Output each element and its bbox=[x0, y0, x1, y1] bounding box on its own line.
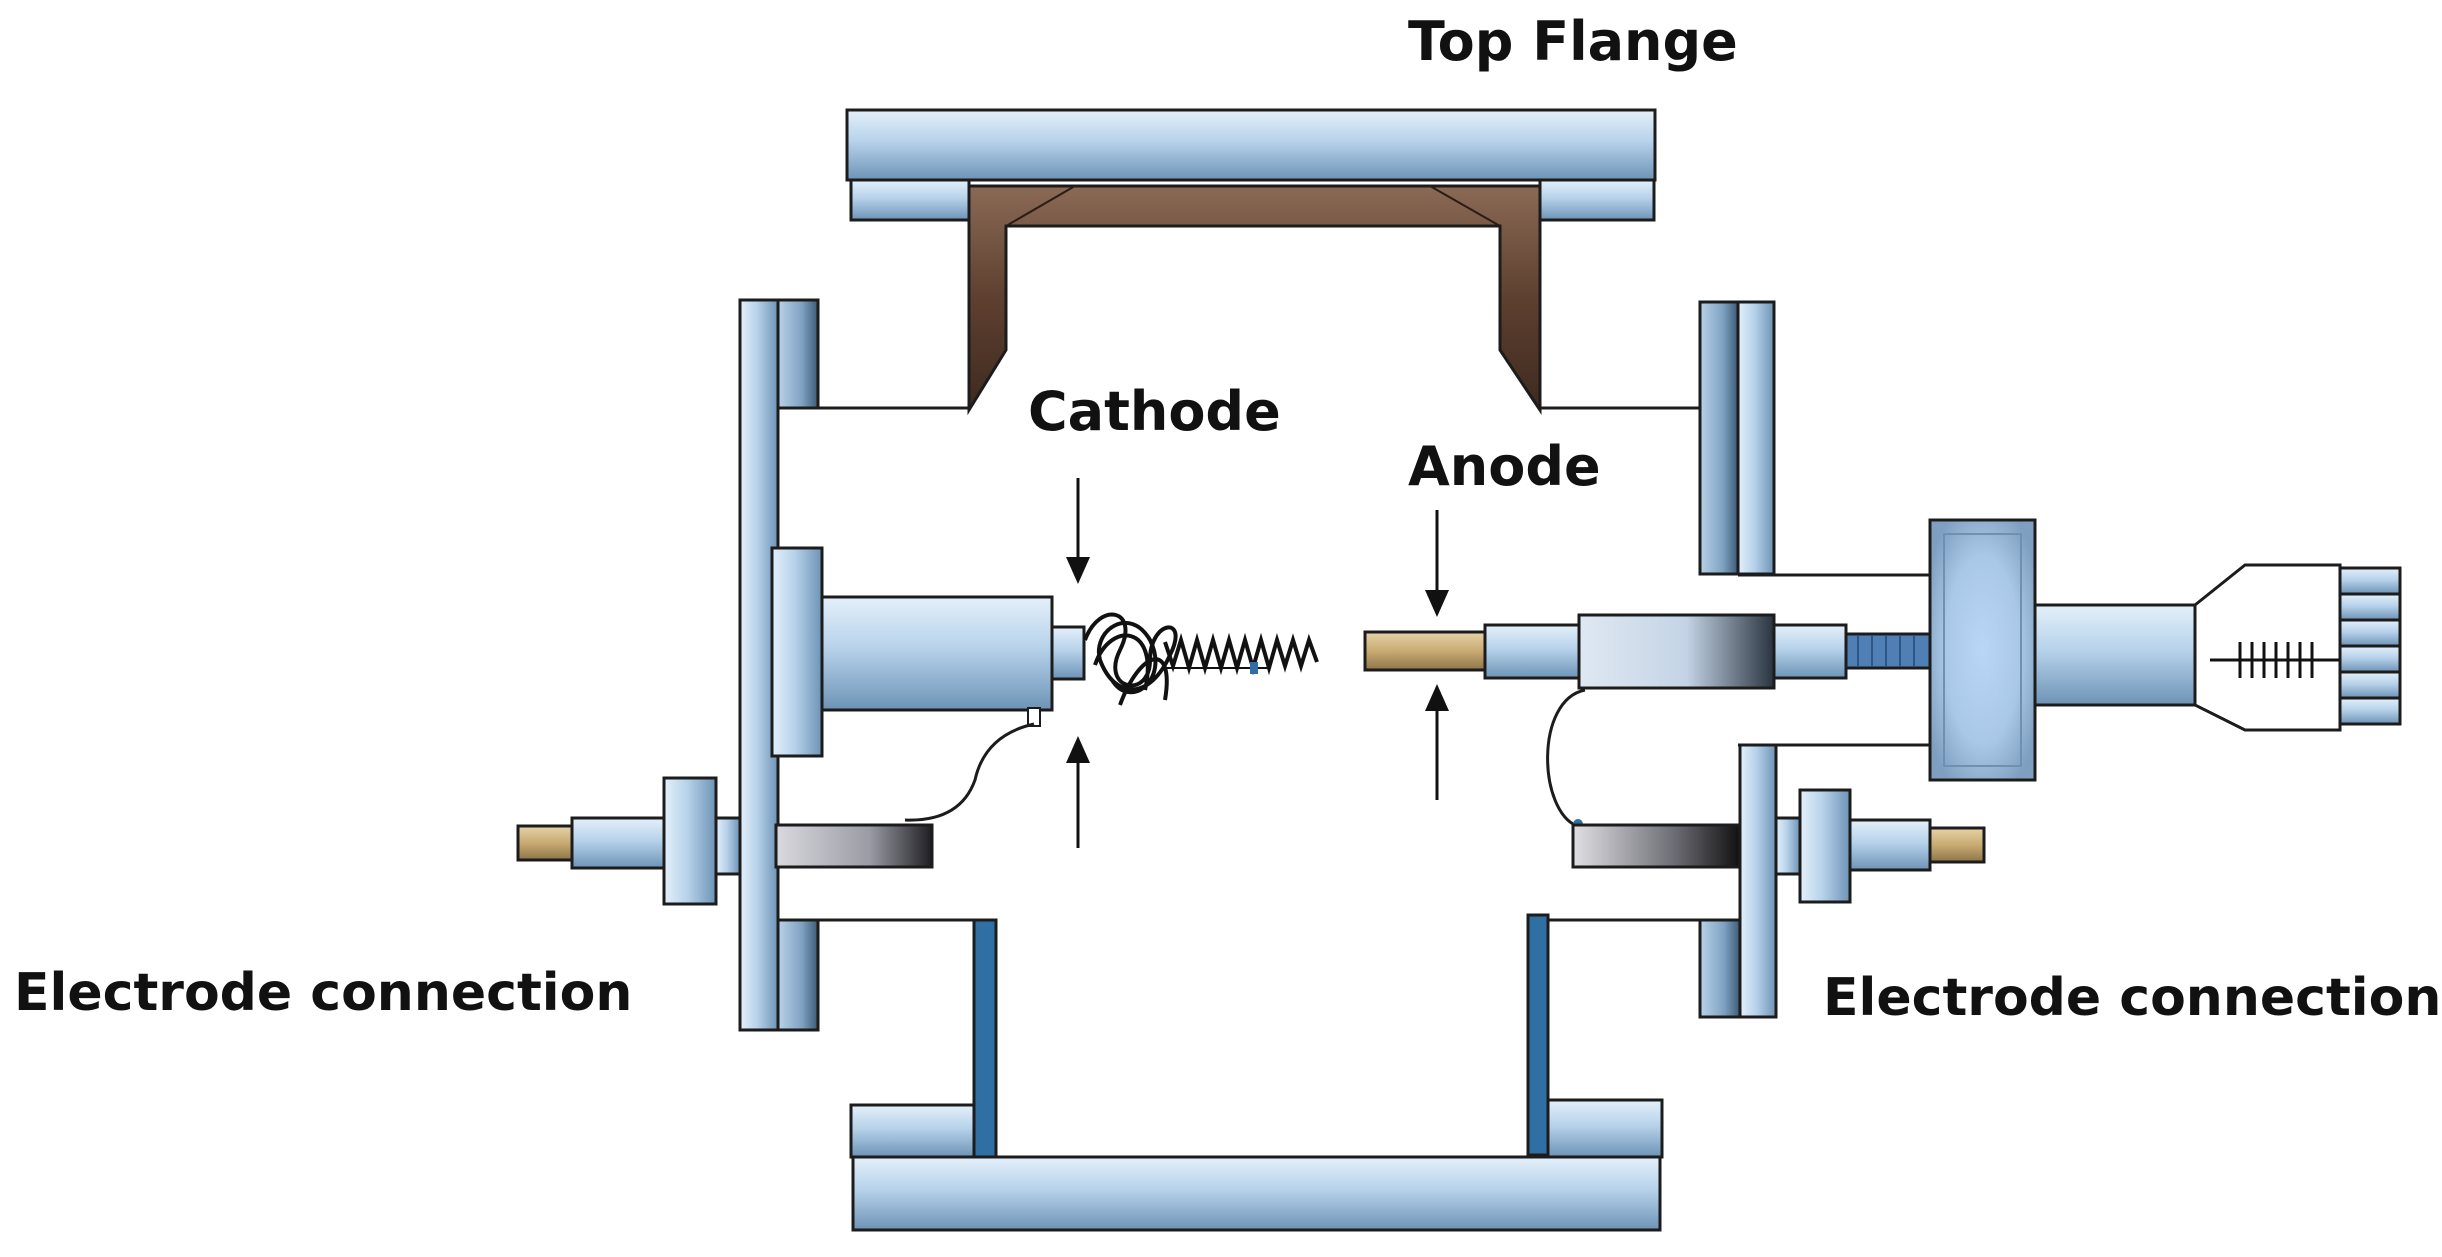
cathode-tab bbox=[1027, 707, 1041, 727]
anode-tip bbox=[1363, 630, 1487, 672]
right-wall-upper-outer bbox=[1698, 300, 1740, 576]
manipulator-cone bbox=[2193, 563, 2342, 732]
manipulator-scale bbox=[2210, 642, 2340, 678]
anode-shaft bbox=[1844, 632, 1932, 670]
cathode-filament-coil bbox=[1163, 632, 1319, 676]
bottom-inner-wall-right bbox=[1526, 913, 1550, 1157]
left-feedthrough-ring bbox=[770, 546, 824, 758]
right-connector-pin bbox=[1928, 826, 1986, 864]
bottom-flange-plate bbox=[851, 1155, 1662, 1232]
right-wall-upper-plate bbox=[1736, 300, 1776, 576]
anode-rear-collar bbox=[1772, 623, 1848, 680]
top-flange bbox=[845, 108, 1657, 416]
anode-assembly bbox=[1363, 613, 1932, 829]
manipulator-knob bbox=[2338, 566, 2402, 726]
electrode-connection-right-label: Electrode connection bbox=[1823, 968, 2441, 1028]
bottom-flange-right-ring bbox=[1546, 1098, 1664, 1159]
left-connector-pin bbox=[516, 824, 574, 862]
bottom-flange-left-ring bbox=[849, 1103, 976, 1159]
right-connector-body bbox=[1848, 818, 1932, 872]
cathode-label: Cathode bbox=[1028, 380, 1281, 443]
anode-label: Anode bbox=[1408, 435, 1601, 498]
top-flange-plate bbox=[845, 108, 1657, 182]
cathode-assembly bbox=[820, 595, 1319, 822]
right-wall-lower-plate bbox=[1738, 743, 1778, 1019]
right-electrode-feedthrough bbox=[1571, 788, 1986, 904]
right-feedthrough-rod bbox=[1571, 823, 1742, 869]
electrode-connection-left-label: Electrode connection bbox=[14, 963, 632, 1023]
left-connector-collar bbox=[714, 816, 742, 876]
left-wall-upper-ring bbox=[776, 298, 820, 410]
left-wall-lower-ring bbox=[776, 918, 820, 1032]
left-chamber-wall bbox=[738, 298, 824, 1032]
linear-manipulator bbox=[1928, 518, 2402, 782]
pointer-arrows bbox=[1066, 478, 1449, 848]
cathode-lead-wire bbox=[904, 722, 1035, 822]
right-wall-lower-ring bbox=[1698, 918, 1742, 1019]
cathode-holder bbox=[820, 595, 1054, 712]
manipulator-block bbox=[1928, 518, 2037, 782]
left-electrode-feedthrough bbox=[516, 776, 934, 906]
right-connector-flange bbox=[1798, 788, 1852, 904]
manipulator-body bbox=[2033, 603, 2197, 707]
top-flange-label: Top Flange bbox=[1408, 10, 1738, 73]
right-connector-collar bbox=[1774, 816, 1802, 876]
anode-sleeve bbox=[1577, 613, 1776, 690]
bottom-inner-wall-left bbox=[972, 918, 998, 1162]
anode-lead-wire bbox=[1546, 688, 1586, 828]
left-connector-flange bbox=[662, 776, 718, 906]
left-connector-body bbox=[570, 816, 666, 870]
top-seal-gasket bbox=[967, 184, 1542, 416]
bottom-flange bbox=[849, 913, 1664, 1232]
cathode-filament-tangle bbox=[1083, 612, 1178, 706]
anode-collar bbox=[1483, 623, 1581, 680]
cathode-stem bbox=[1050, 625, 1086, 681]
right-chamber-wall bbox=[1698, 300, 1778, 1019]
top-flange-right-ring bbox=[1538, 178, 1656, 222]
left-feedthrough-rod bbox=[774, 823, 934, 869]
top-flange-left-ring bbox=[849, 178, 971, 222]
